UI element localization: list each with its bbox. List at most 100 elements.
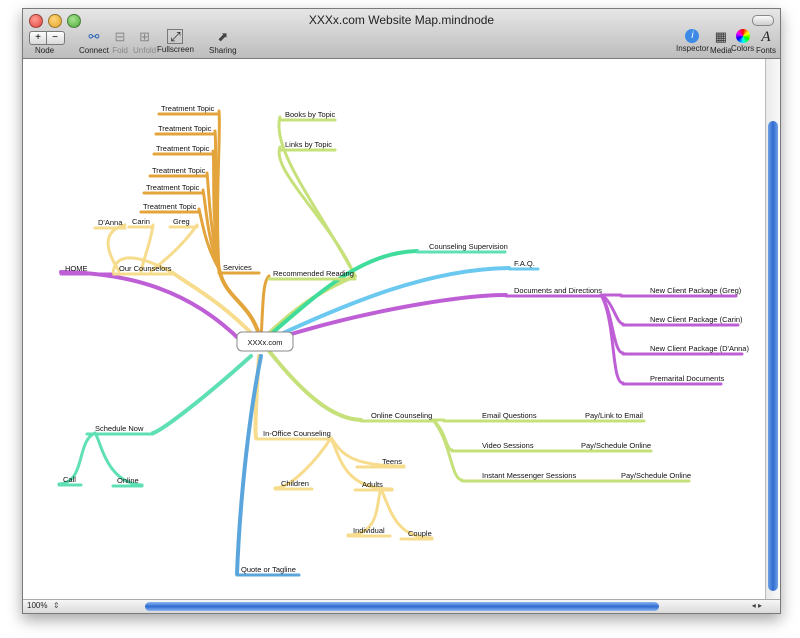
node-segmented-control: +−	[29, 31, 65, 45]
sharing-icon: ⬈	[217, 29, 229, 44]
node-individual[interactable]: Individual	[353, 526, 385, 535]
node-paysched1[interactable]: Pay/Schedule Online	[581, 441, 651, 450]
unfold-button[interactable]: ⊞ Unfold	[133, 29, 157, 55]
sharing-button[interactable]: ⬈ Sharing	[209, 29, 237, 55]
connector-line	[599, 293, 625, 385]
node-premarital[interactable]: Premarital Documents	[650, 374, 724, 383]
node-online[interactable]: Online Counseling	[371, 411, 432, 420]
status-bar: 100% ⇕ ◂ ▸	[23, 599, 780, 613]
node-supervision[interactable]: Counseling Supervision	[429, 242, 508, 251]
node-paysched2[interactable]: Pay/Schedule Online	[621, 471, 691, 480]
node-treatment5[interactable]: Treatment Topic	[146, 183, 200, 192]
node-couple[interactable]: Couple	[408, 529, 432, 538]
colors-icon	[735, 29, 750, 43]
connector-line	[151, 354, 253, 435]
connector-line	[379, 487, 434, 540]
fold-icon: ⊟	[114, 29, 126, 44]
fold-button[interactable]: ⊟ Fold	[112, 29, 128, 55]
node-treatment4[interactable]: Treatment Topic	[152, 166, 206, 175]
node-recommended[interactable]: Recommended Reading	[273, 269, 354, 278]
node-treatment2[interactable]: Treatment Topic	[158, 124, 212, 133]
connector-line	[277, 145, 357, 278]
node-quote[interactable]: Quote or Tagline	[241, 565, 296, 574]
node-pkg-carin[interactable]: New Client Package (Carin)	[650, 315, 743, 324]
connector-line	[259, 274, 271, 343]
media-button[interactable]: ▦ Media	[710, 29, 732, 55]
connector-line	[346, 487, 383, 537]
node-call[interactable]: Call	[63, 475, 76, 484]
node-adults[interactable]: Adults	[362, 480, 383, 489]
toolbar-toggle-button[interactable]	[752, 15, 774, 26]
node-services[interactable]: Services	[223, 263, 252, 272]
root-node-box[interactable]	[236, 331, 294, 352]
connector-line	[264, 266, 511, 343]
node-books[interactable]: Books by Topic	[285, 110, 336, 119]
node-treatment1[interactable]: Treatment Topic	[161, 104, 215, 113]
vertical-scroll-thumb[interactable]	[768, 121, 778, 591]
connector-line	[171, 271, 261, 343]
connector-line	[201, 188, 221, 271]
node-pkg-greg[interactable]: New Client Package (Greg)	[650, 286, 742, 295]
fonts-button[interactable]: A Fonts	[756, 29, 777, 55]
node-counselors[interactable]: Our Counselors	[119, 264, 172, 273]
node-home[interactable]: HOME	[65, 264, 88, 273]
node-inoffice[interactable]: In-Office Counseling	[263, 429, 331, 438]
node-faq[interactable]: F.A.Q.	[514, 259, 535, 268]
node-children[interactable]: Children	[281, 479, 309, 488]
node-pkg-danna[interactable]: New Client Package (D'Anna)	[650, 344, 749, 353]
fullscreen-icon: ⤢	[167, 29, 184, 44]
remove-node-button[interactable]: −	[52, 32, 58, 43]
fonts-icon: A	[761, 29, 771, 45]
unfold-icon: ⊞	[139, 29, 151, 44]
connector-line	[235, 354, 263, 576]
connector-line	[431, 418, 464, 482]
close-button[interactable]	[29, 14, 43, 28]
connector-line	[57, 431, 97, 486]
media-icon: ▦	[714, 29, 728, 44]
node-docs[interactable]: Documents and Directions	[514, 286, 602, 295]
connector-line	[149, 223, 199, 273]
zoom-dropdown-icon[interactable]: ⇕	[53, 601, 60, 610]
window-title: XXXx.com Website Map.mindnode	[308, 13, 495, 27]
connector-line	[93, 431, 144, 487]
node-links[interactable]: Links by Topic	[285, 140, 332, 149]
node-treatment6[interactable]: Treatment Topic	[143, 202, 197, 211]
connect-button[interactable]: ⚯ Connect	[79, 29, 109, 55]
app-window: XXXx.com Website Map.mindnode +− Node ⚯ …	[22, 8, 781, 614]
node-email[interactable]: Email Questions	[482, 411, 537, 420]
node-carin[interactable]: Carin	[132, 217, 150, 226]
connector-line	[329, 436, 394, 491]
connector-line	[59, 270, 243, 343]
connector-line	[267, 293, 508, 343]
horizontal-scroll-thumb[interactable]	[145, 602, 659, 611]
scroll-arrows-icon[interactable]: ◂ ▸	[751, 601, 762, 610]
node-greg[interactable]: Greg	[173, 217, 190, 226]
zoom-button[interactable]	[67, 14, 81, 28]
inspector-button[interactable]: i Inspector	[676, 29, 709, 53]
node-danna[interactable]: D'Anna	[98, 218, 123, 227]
node-sched-online[interactable]: Online	[117, 476, 139, 485]
connector-line	[205, 171, 221, 271]
node-video[interactable]: Video Sessions	[482, 441, 534, 450]
node-paylink[interactable]: Pay/Link to Email	[585, 411, 643, 420]
node-teens[interactable]: Teens	[382, 457, 402, 466]
root-node[interactable]: XXXx.com	[247, 338, 282, 347]
node-treatment3[interactable]: Treatment Topic	[156, 144, 210, 153]
connector-line	[267, 349, 363, 422]
connector-line	[197, 207, 221, 271]
inspector-icon: i	[685, 29, 700, 43]
connector-line	[139, 223, 155, 273]
zoom-level[interactable]: 100%	[27, 601, 48, 610]
connect-icon: ⚯	[88, 29, 100, 44]
minimize-button[interactable]	[48, 14, 62, 28]
add-node-button[interactable]: +	[30, 32, 47, 44]
connector-line	[217, 267, 263, 343]
vertical-scrollbar[interactable]	[765, 59, 780, 599]
colors-button[interactable]: Colors	[731, 29, 754, 53]
title-bar: XXXx.com Website Map.mindnode +− Node ⚯ …	[23, 9, 780, 59]
node-schedule[interactable]: Schedule Now	[95, 424, 144, 433]
connector-line	[273, 436, 333, 490]
node-im[interactable]: Instant Messenger Sessions	[482, 471, 576, 480]
fullscreen-button[interactable]: ⤢ Fullscreen	[157, 29, 194, 54]
